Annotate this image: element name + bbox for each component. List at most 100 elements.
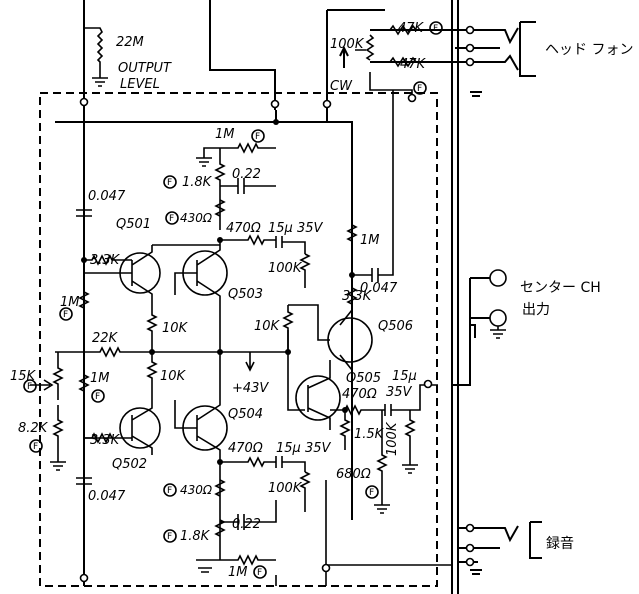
label-100k-top: 100K [268,261,303,276]
r-100k-top [299,253,311,288]
c-0047-top [76,209,92,217]
label-center-out: 出力 [522,302,550,318]
label-15k: 15K [10,369,37,384]
svg-text:F: F [369,488,374,498]
label-1m-bot: 1M [228,565,248,580]
label-q506: Q506 [378,319,413,334]
terminal [321,563,331,573]
bottom-rail [275,480,452,586]
label-22m: 22M [116,35,144,50]
label-1-8k-bot: 1.8K [180,529,211,544]
junction-dot [285,349,291,355]
label-15u-top: 15μ 35V [268,221,323,236]
terminal [465,543,475,553]
label-10k-c: 10K [160,369,187,384]
q502-body [119,407,161,449]
center-jack-ring-1 [489,269,507,287]
junction-dot [342,407,348,413]
label-q503: Q503 [228,287,263,302]
c-022-bot [220,500,277,530]
label-0047-top: 0.047 [88,189,126,204]
r-1m-c [78,374,90,392]
r-1m-bot [196,554,276,573]
pot-wiper [30,379,54,391]
label-1m-b: 1M [60,295,80,310]
input-line-top [209,0,276,110]
label-47k-top: 47K [398,21,425,36]
mid-rail [55,330,289,358]
label-3-3k-b: 3.3K [342,289,373,304]
r-3-3k-c [84,432,113,444]
r-680 [374,410,390,514]
top-rail [55,110,353,520]
label-470-bot: 470Ω [228,441,263,456]
headphone-bracket [519,21,536,77]
ground-22m [92,77,108,87]
center-jack [452,277,490,386]
r-10k-c [146,350,158,400]
svg-text:F: F [63,310,68,320]
svg-text:F: F [167,532,172,542]
r-1m-mid [346,90,394,282]
board-boundary [39,92,438,587]
center-jack-ring-2 [489,309,507,327]
label-100k-right: 100K [385,421,400,456]
terminal [407,93,417,103]
record-bracket [529,521,542,559]
terminal [465,25,475,35]
junction-dot [217,237,223,243]
r-100k-right [402,410,418,474]
f-markers: F F F F F F F F F F F F F [23,21,443,579]
label-q502: Q502 [112,457,147,472]
q504-leads [174,345,221,560]
terminal [423,379,433,389]
headphone-jack [455,27,519,98]
r-430-top [214,199,226,217]
terminal [465,523,475,533]
r-47k-bot [389,56,417,68]
label-15u-right: 15μ [392,369,417,384]
svg-text:F: F [167,178,172,188]
label-430-top: 430Ω [180,211,213,225]
r-47k-top [389,24,417,36]
r-470-bot [220,456,306,472]
terminal [465,557,475,567]
label-cw: CW [330,79,353,94]
terminal [79,573,89,583]
label-3-3k-a: 3.3K [90,253,121,268]
svg-text:F: F [257,568,262,578]
label-15u-bot: 15μ 35V [276,441,331,456]
r-1-5k [339,410,351,450]
junction-dot [273,119,279,125]
junction-dot [217,459,223,465]
terminal [79,97,89,107]
label-022-bot: 0.22 [232,517,261,532]
center-jack-ground [490,326,506,339]
junction-dot [81,257,87,263]
label-1m-mid: 1M [360,233,380,248]
svg-text:F: F [433,24,438,34]
label-1-5k: 1.5K [354,427,385,442]
r-1m-top [220,142,276,154]
label-22k: 22K [92,331,119,346]
label-8-2k: 8.2K [18,421,49,436]
r-430-bot [214,479,226,497]
terminal [270,99,280,109]
label-43v: +43V [232,381,269,396]
label-q501: Q501 [116,217,151,232]
q501-leads [84,245,153,300]
label-3-3k-c: 3.3K [90,433,121,448]
label-47k-bot: 47K [400,57,427,72]
q506-body [327,317,373,363]
svg-text:F: F [169,214,174,224]
label-0047-mid: 0.047 [360,281,398,296]
label-0047-bot: 0.047 [88,489,126,504]
label-022-top: 0.22 [232,167,261,182]
junction-dot [217,349,223,355]
svg-text:F: F [255,132,260,142]
label-1m-c: 1M [90,371,110,386]
label-q504: Q504 [228,407,263,422]
r-470-top [220,234,306,254]
